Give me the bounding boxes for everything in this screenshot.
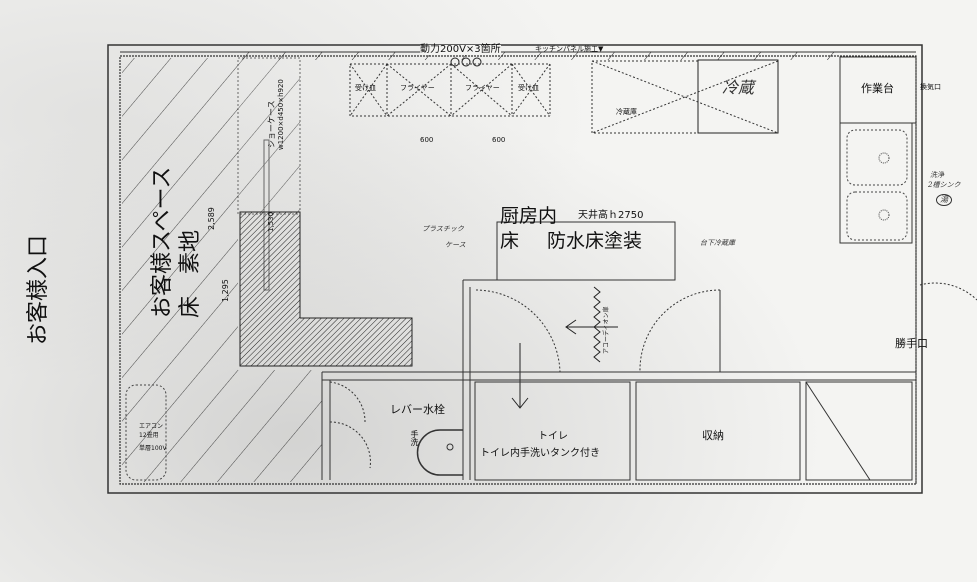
toilet-label: トイレ xyxy=(538,431,568,442)
floor-finish: 防水床塗装 xyxy=(547,230,643,252)
dimension-label: 600 xyxy=(420,136,434,144)
customer-floor-label: 床 素地 xyxy=(178,229,203,318)
power-note: 動力200V×3箇所 xyxy=(420,44,501,55)
showcase-dimension: 1,530 xyxy=(267,211,275,232)
dimension-label: 1,295 xyxy=(221,279,230,302)
showcase-size: w1200×d450×h920 xyxy=(277,79,285,150)
outer-wall xyxy=(107,44,923,494)
fryer-1: フライヤー xyxy=(400,84,435,92)
customer-space-hatch xyxy=(122,58,238,482)
plastic-case-note: ケース xyxy=(445,241,466,249)
hot-water-note: 湯 xyxy=(936,194,952,206)
fridge-handwritten: 冷蔵 xyxy=(722,78,755,97)
sink-note: 2槽シンク xyxy=(928,181,961,189)
floor-label: 床 xyxy=(500,230,520,252)
accordion-door-label: アコーディオン扉 xyxy=(603,306,610,354)
entrance-label: お客様入口 xyxy=(26,234,51,345)
under-counter-fridge-note: 台下冷蔵庫 xyxy=(700,239,735,247)
showcase-label: ショーケース xyxy=(267,100,276,148)
storage-label: 収納 xyxy=(702,429,724,442)
toilet-note: トイレ内手洗いタンク付き xyxy=(480,448,600,459)
aircon-capacity: 12畳用 xyxy=(139,432,159,439)
fridge-label: 冷蔵庫 xyxy=(616,108,637,116)
hand-wash-label: 手洗 xyxy=(410,430,419,446)
ceiling-height: 天井高ｈ2750 xyxy=(578,210,644,221)
aircon-power: 単層100V xyxy=(139,445,167,452)
counter xyxy=(239,211,413,367)
aircon-label: エアコン xyxy=(139,423,164,430)
workbench-label: 作業台 xyxy=(861,82,894,95)
customer-space-label: お客様スペース xyxy=(150,166,175,318)
plastic-case-note: プラスチック xyxy=(422,225,464,233)
dimension-label: 2,589 xyxy=(207,207,216,230)
tray-left: 受け皿 xyxy=(355,84,376,92)
dimension-label: 600 xyxy=(492,136,506,144)
kitchen-panel-note: キッチンパネル施工▼ xyxy=(535,45,604,53)
sink-note: 洗浄 xyxy=(930,171,944,179)
tray-right: 受け皿 xyxy=(518,84,539,92)
faucet-label: レバー水栓 xyxy=(390,403,445,416)
fryer-2: フライヤー xyxy=(465,84,500,92)
kitchen-title: 厨房内 xyxy=(500,205,558,227)
back-door-label: 勝手口 xyxy=(895,337,928,350)
vent-label: 換気口 xyxy=(920,83,941,91)
